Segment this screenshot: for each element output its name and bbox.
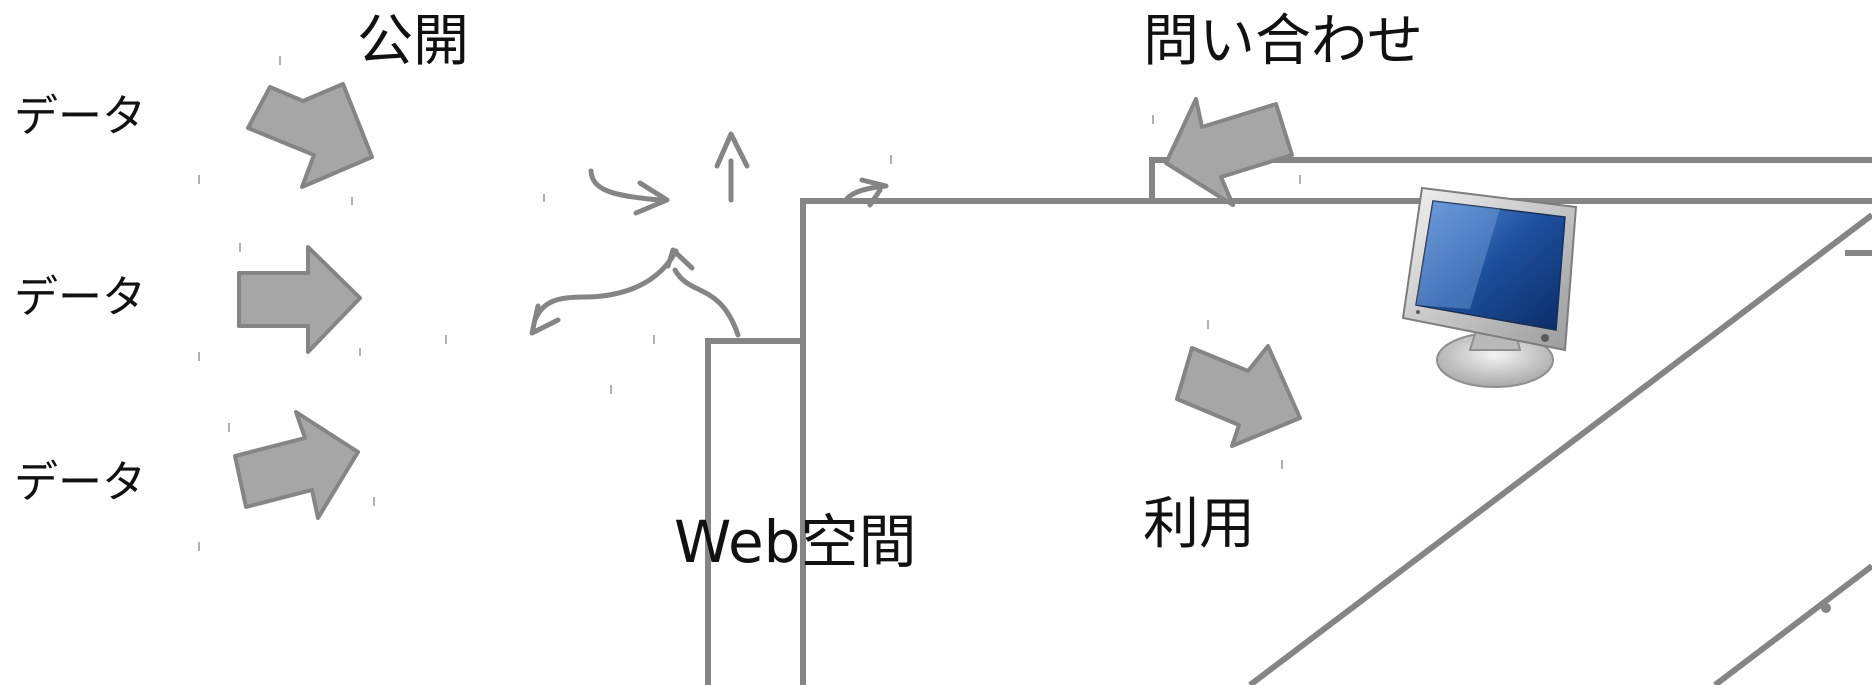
web-space-left-step [705, 338, 803, 685]
curved-arrow-left [532, 248, 679, 323]
data-arrow-1 [246, 82, 374, 189]
computer-monitor-icon [1401, 186, 1578, 388]
publish-label: 公開 [357, 9, 469, 74]
perspective-line-upper [1248, 212, 1872, 685]
small-top-head [867, 187, 883, 208]
sketch-marks [198, 56, 1301, 551]
perspective-line-lower [1713, 563, 1872, 685]
small-dot [1821, 603, 1831, 613]
use-label: 利用 [1143, 492, 1255, 557]
arrowhead-left [529, 303, 561, 336]
use-arrow [1175, 344, 1302, 448]
small-top-arrow [842, 177, 889, 204]
curved-arrow-right [588, 168, 663, 203]
inquiry-label: 問い合わせ [1143, 9, 1423, 74]
scattered-arrows [529, 131, 889, 338]
data-label-3: データ [14, 457, 146, 508]
data-arrow-3 [233, 410, 360, 520]
web-space-label: Web空間 [674, 508, 917, 576]
arrowhead-up [714, 131, 750, 169]
data-label-1: データ [14, 91, 146, 142]
inquiry-arrow [1164, 97, 1294, 207]
data-arrow-2 [237, 245, 362, 354]
web-space-main-box [800, 198, 1872, 685]
service-top-box [1149, 157, 1872, 201]
data-label-2: データ [14, 272, 146, 323]
arrowhead-right [633, 180, 670, 216]
arrowhead-hook [665, 247, 695, 271]
curved-hook [672, 267, 741, 338]
